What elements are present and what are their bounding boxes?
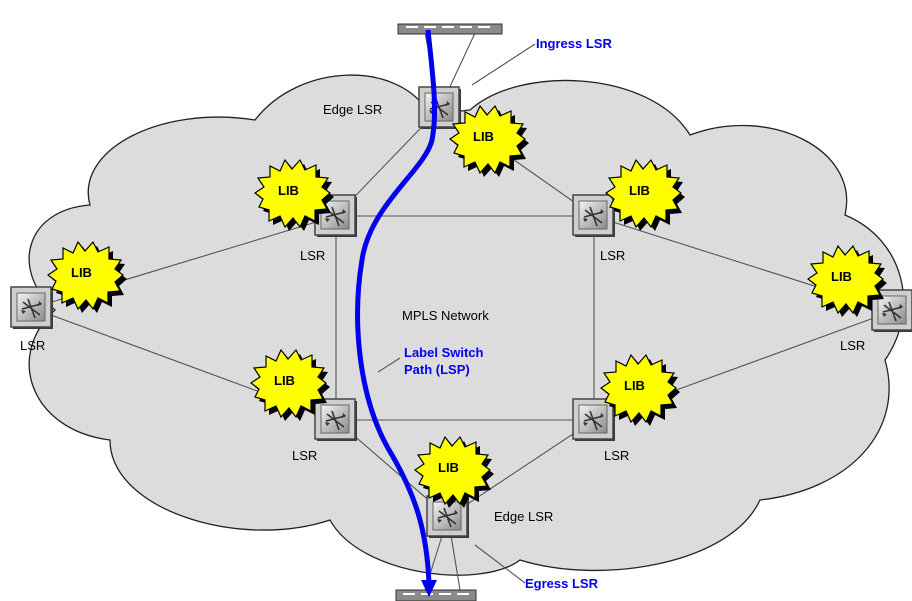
mpls-network-label: MPLS Network [402, 308, 489, 323]
svg-text:LIB: LIB [629, 183, 650, 198]
svg-text:LIB: LIB [624, 378, 645, 393]
lib-burst-far-left: LIB [47, 241, 128, 314]
lsr-far-right-label: LSR [840, 338, 865, 353]
lib-burst-far-right: LIB [807, 245, 888, 318]
mpls-cloud [28, 74, 905, 576]
edge-lsr-bottom-label: Edge LSR [494, 509, 553, 524]
svg-text:LIB: LIB [71, 265, 92, 280]
lsp-annotation-line-2: Path (LSP) [404, 362, 470, 377]
lib-burst-lower-left: LIB [250, 349, 331, 422]
lib-burst-edge-bottom: LIB [414, 436, 495, 509]
lsr-upper-right-router-icon [572, 194, 616, 238]
lib-burst-edge-top: LIB [449, 105, 530, 178]
egress-host-device [395, 589, 477, 601]
svg-text:LIB: LIB [274, 373, 295, 388]
edge-lsr-top-router-icon [418, 86, 462, 130]
lsr-lower-left-label: LSR [292, 448, 317, 463]
svg-text:LIB: LIB [831, 269, 852, 284]
lsr-lower-right-label: LSR [604, 448, 629, 463]
svg-text:LIB: LIB [473, 129, 494, 144]
lsp-annotation-line-1: Label Switch [404, 345, 484, 360]
svg-text:LIB: LIB [278, 183, 299, 198]
lib-burst-upper-left: LIB [254, 159, 335, 232]
svg-text:LIB: LIB [438, 460, 459, 475]
ingress-host-device [397, 23, 503, 35]
lsr-lower-right-router-icon [572, 398, 616, 442]
edge-lsr-top-label: Edge LSR [323, 102, 382, 117]
lsr-lower-left-router-icon [314, 398, 358, 442]
lsr-far-left-router-icon [10, 286, 54, 330]
lib-burst-upper-right: LIB [605, 159, 686, 232]
lsr-far-left-label: LSR [20, 338, 45, 353]
ingress-lsr-annotation: Ingress LSR [536, 36, 612, 51]
lsp-arrowhead-icon [421, 580, 437, 597]
egress-lsr-annotation: Egress LSR [525, 576, 599, 591]
lib-burst-lower-right: LIB [600, 354, 681, 427]
label-switch-path-line [355, 29, 438, 585]
lsr-upper-right-label: LSR [600, 248, 625, 263]
lsr-upper-left-label: LSR [300, 248, 325, 263]
